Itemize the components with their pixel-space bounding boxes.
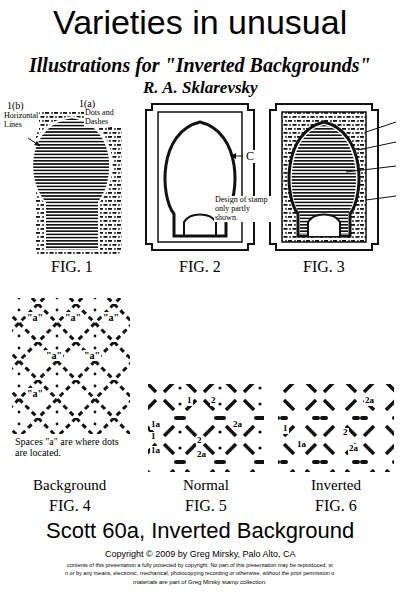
callout-number: 1a [150,420,161,430]
callout-number: 1a [296,440,307,450]
callout-number: 1 [150,432,157,442]
note-text: Spaces "a" are where dots are located. [14,436,128,458]
callout-text: Design of stamp only partly shown. [214,196,272,222]
fig4-drawing [12,298,130,434]
figure-caption: Background [32,477,107,494]
space-marker: "a" [83,350,101,361]
figure-label: FIG. 6 [314,497,358,515]
figure-caption: Normal [182,477,230,494]
figure-label: FIG. 5 [184,497,228,515]
callout-text: Horizontal Lines [3,112,39,130]
callout-number: 1(a) [78,98,96,109]
callout-number: 2 [210,396,217,406]
callout-number: 2a [348,444,359,454]
figure-label: FIG. 3 [302,258,346,276]
callout-letter: C [245,150,255,163]
callout-number: 1(b) [6,100,25,111]
author-name: R. A. Sklarevsky [142,79,259,98]
callout-text: Dots and Dashes [84,109,132,127]
copyright-line: Copyright © 2009 by Greg Mirsky, Palo Al… [104,550,297,560]
callout-number: 2 [342,428,349,438]
figure-label: FIG. 1 [50,258,94,276]
copyright-line: n or by any means, electronic, mechanica… [64,570,335,576]
callout-number: 1 [186,396,193,406]
space-marker: "a" [45,350,63,361]
figure-caption: Inverted [310,477,362,494]
copyright-line: materials are part of Greg Mirsky stamp … [132,579,268,586]
space-marker: "a" [26,388,44,399]
slide-title: Varieties in unusual [52,4,348,41]
figure-label: FIG. 4 [48,497,92,515]
copyright-line: contents of this presentation a fully pr… [66,562,334,568]
callout-number: 2a [364,396,375,406]
fig5-drawing [148,384,264,472]
space-marker: "a" [102,312,120,323]
callout-number: 1a [150,446,161,456]
fig1-drawing [28,110,122,256]
fig3-drawing [270,104,396,250]
callout-number: 2 [196,436,203,446]
space-marker: "a" [64,312,82,323]
space-marker: "a" [26,312,44,323]
slide-caption: Scott 60a, Inverted Background [45,519,355,543]
callout-number: 2a [196,450,207,460]
callout-number: 1 [282,424,289,434]
fig2-drawing [146,104,254,250]
figure-label: FIG. 2 [178,258,222,276]
callout-number: 2a [232,420,243,430]
illustration-heading: Illustrations for "Inverted Backgrounds" [28,54,372,76]
fig6-drawing [278,384,394,472]
